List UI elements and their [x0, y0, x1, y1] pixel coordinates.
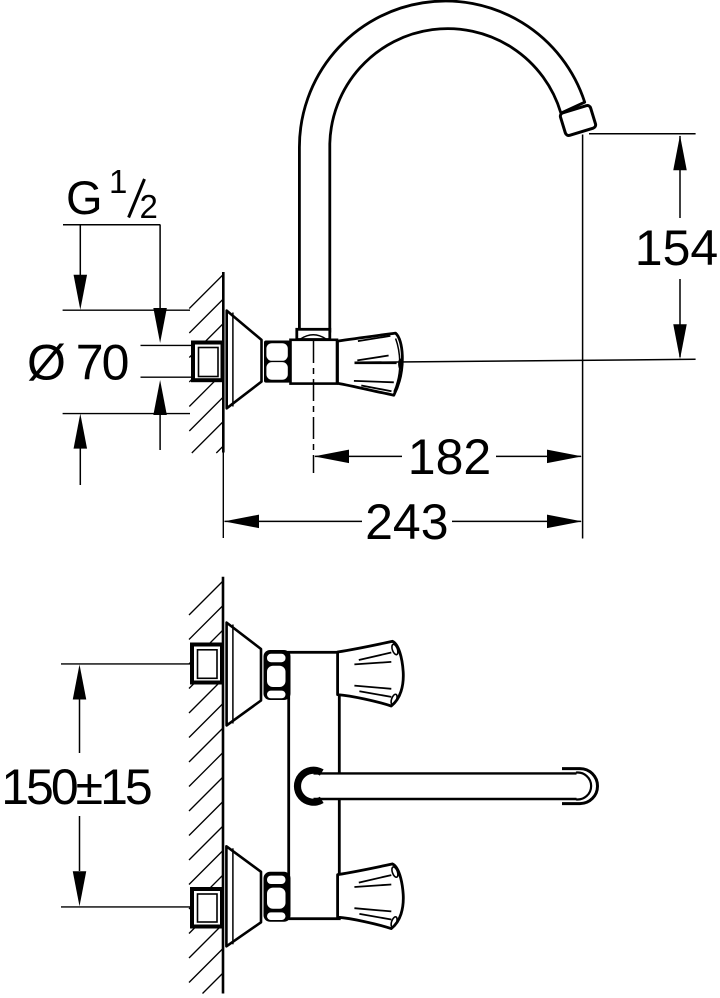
svg-text:182: 182 [408, 429, 491, 485]
svg-text:G: G [66, 171, 103, 224]
svg-text:150±15: 150±15 [1, 759, 151, 815]
svg-text:1: 1 [109, 163, 127, 200]
svg-text:154: 154 [635, 220, 718, 276]
svg-text:243: 243 [365, 494, 448, 550]
svg-text:Ø 70: Ø 70 [27, 335, 128, 391]
svg-text:2: 2 [140, 188, 158, 225]
